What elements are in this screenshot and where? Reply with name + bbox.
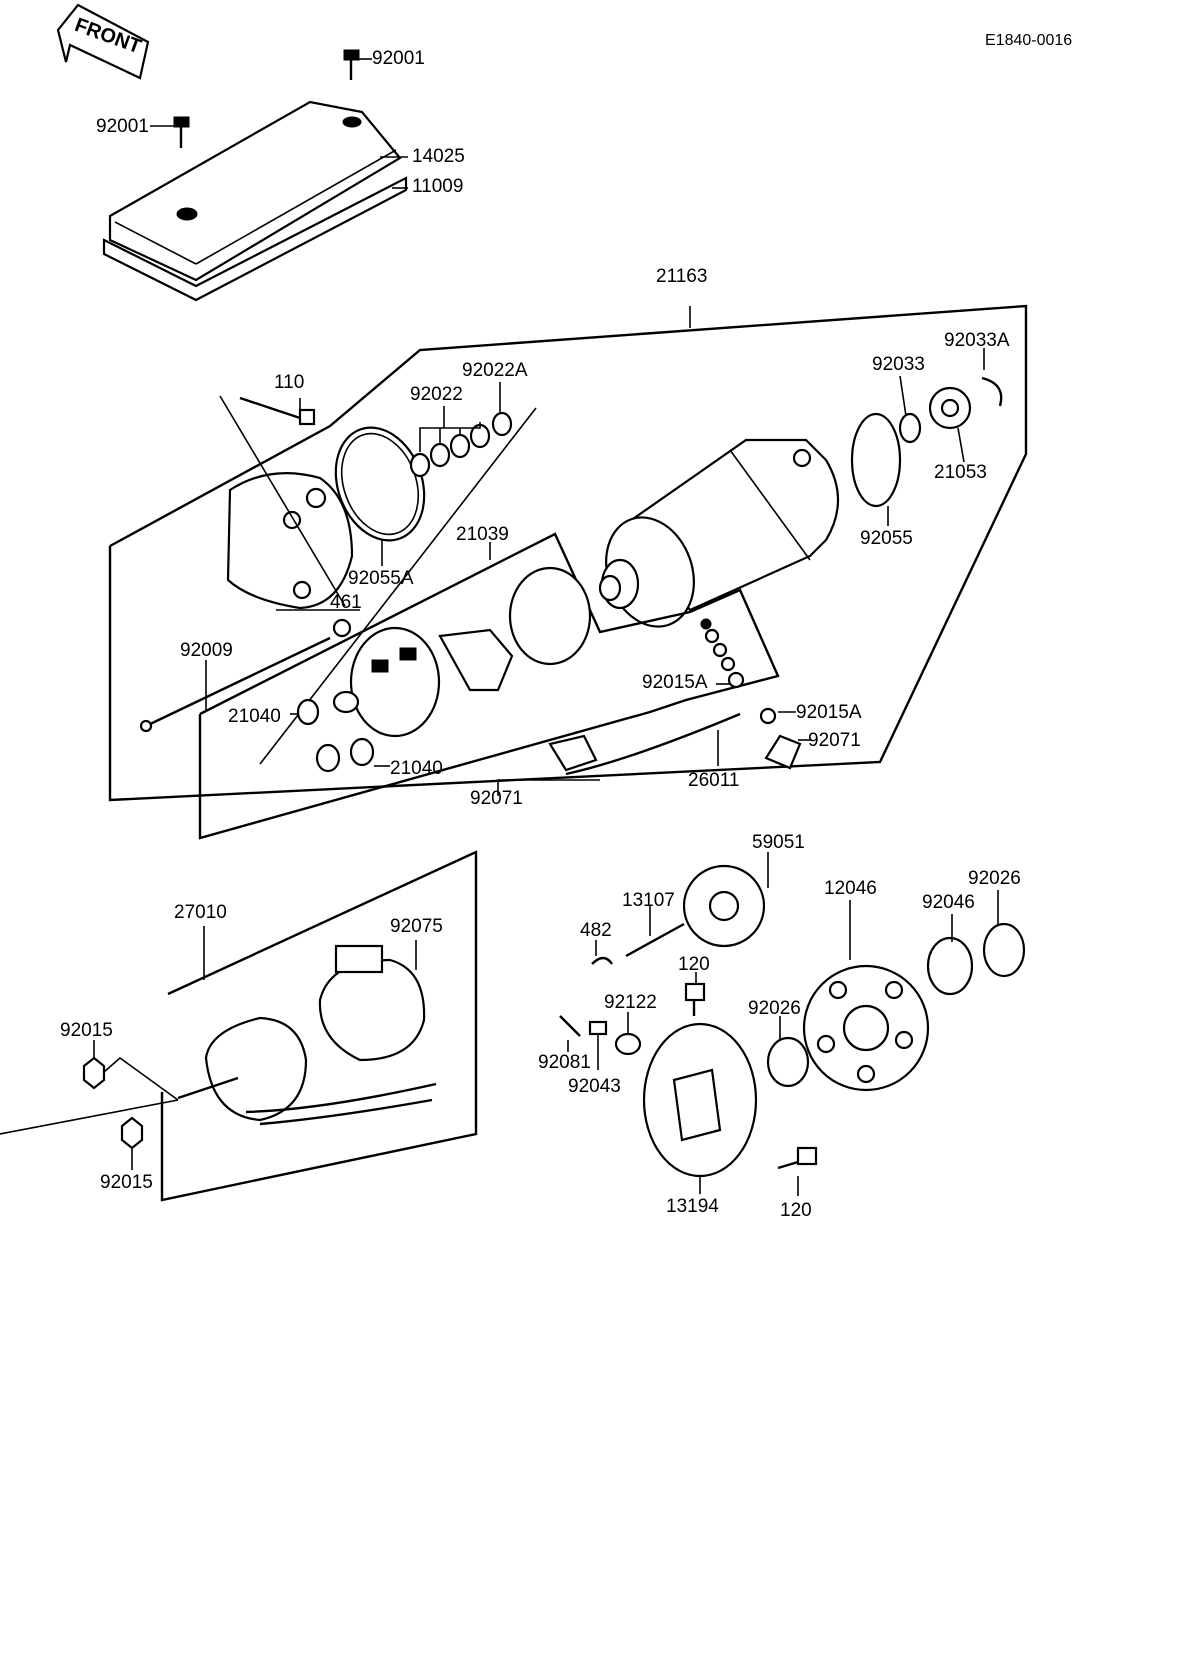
callout-21163: 21163 xyxy=(656,266,707,287)
callout-13194: 13194 xyxy=(666,1196,719,1217)
callout-92022A: 92022A xyxy=(462,360,528,381)
callout-120-b: 120 xyxy=(780,1200,812,1221)
callout-92033: 92033 xyxy=(872,354,925,375)
callout-21040-b: 21040 xyxy=(390,758,443,779)
callout-92026-middle: 92026 xyxy=(748,998,801,1019)
callout-21040-a: 21040 xyxy=(228,706,281,727)
front-arrow-icon: FRONT xyxy=(56,3,150,80)
callout-13107: 13107 xyxy=(622,890,675,911)
callout-59051: 59051 xyxy=(752,832,805,853)
callout-92001-top: 92001 xyxy=(372,48,425,69)
callout-21053: 21053 xyxy=(934,462,987,483)
end-cover xyxy=(226,396,354,610)
doc-code: E1840-0016 xyxy=(985,32,1072,49)
callout-92015-a: 92015 xyxy=(60,1020,113,1041)
callout-14025: 14025 xyxy=(412,146,465,167)
callout-27010: 27010 xyxy=(174,902,227,923)
cover-assembly xyxy=(102,49,408,302)
clutch-body-13194 xyxy=(642,1022,758,1178)
gear-59051 xyxy=(682,864,766,948)
callout-92026-right: 92026 xyxy=(968,868,1021,889)
callout-92075: 92075 xyxy=(390,916,443,937)
callout-21039: 21039 xyxy=(456,524,509,545)
callout-110: 110 xyxy=(274,372,304,393)
callout-92043: 92043 xyxy=(568,1076,621,1097)
motor-yoke xyxy=(598,438,840,628)
callout-92122: 92122 xyxy=(604,992,657,1013)
callout-92015A-2: 92015A xyxy=(796,702,862,723)
callout-92001-left: 92001 xyxy=(96,116,149,137)
callout-92015-b: 92015 xyxy=(100,1172,153,1193)
callout-92033A: 92033A xyxy=(944,330,1010,351)
callout-12046: 12046 xyxy=(824,878,877,899)
callout-92055: 92055 xyxy=(860,528,913,549)
callout-482: 482 xyxy=(580,920,612,941)
callout-92081: 92081 xyxy=(538,1052,591,1073)
washers-92022 xyxy=(409,411,513,478)
callout-92022: 92022 xyxy=(410,384,463,405)
callout-92071-right: 92071 xyxy=(808,730,861,751)
callout-26011: 26011 xyxy=(688,770,739,791)
callout-120-a: 120 xyxy=(678,954,710,975)
sprocket-12046 xyxy=(802,964,930,1092)
callout-92055A: 92055A xyxy=(348,568,414,589)
callout-92015A-1: 92015A xyxy=(642,672,708,693)
callout-92046: 92046 xyxy=(922,892,975,913)
callout-92009: 92009 xyxy=(180,640,233,661)
callout-461: 461 xyxy=(330,592,362,613)
callout-11009: 11009 xyxy=(412,176,463,197)
callout-92071-bottom: 92071 xyxy=(470,788,523,809)
